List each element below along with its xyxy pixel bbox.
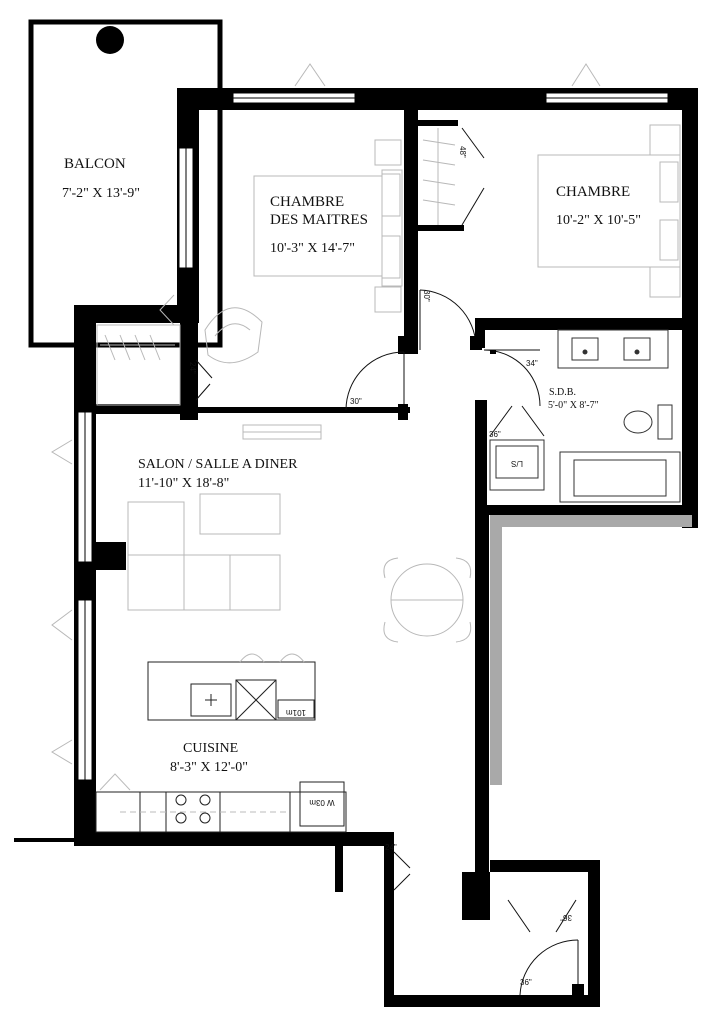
label-closet-small: 24" [188, 362, 197, 374]
salon-dims: 11'-10" X 18'-8" [138, 476, 229, 491]
balcon-dims: 7'-2" X 13'-9" [62, 186, 140, 201]
label-entry-closet: 36" [560, 913, 572, 922]
sofa [127, 493, 281, 611]
master-bed [253, 139, 403, 313]
label-maitres-door: 30" [350, 397, 362, 406]
chambre-name: CHAMBRE [556, 184, 630, 200]
small-closet [96, 324, 181, 406]
corridor-cap [502, 515, 692, 527]
chambre-bed [537, 124, 681, 298]
chambre-maitres-dims: 10'-3" X 14'-7" [270, 241, 355, 256]
label-entry-door: 36" [520, 978, 532, 987]
cuisine-name: CUISINE [183, 741, 238, 756]
label-laundry-door: 36" [489, 430, 501, 439]
salon-name: SALON / SALLE A DINER [138, 457, 298, 472]
windows [77, 92, 669, 781]
window-swings [51, 63, 601, 765]
bathroom-fixtures [557, 329, 681, 503]
appliance-labels: L/S 101m W 03m [286, 459, 523, 807]
label-chambre-door: 30" [422, 290, 431, 302]
door-jambs [398, 336, 584, 996]
chambre-dims: 10'-2" X 10'-5" [556, 213, 641, 228]
dishwasher-label: 101m [286, 708, 306, 717]
cuisine-dims: 8'-3" X 12'-0" [170, 760, 248, 775]
chambre-maitres-name-2: DES MAITRES [270, 212, 368, 228]
laundry-unit [489, 439, 545, 491]
door-size-labels: 48" 30" 24" 30" 34" 36" 24" 36" 36" [188, 146, 572, 987]
corridor-wall [490, 515, 502, 785]
chambre-maitres-name-1: CHAMBRE [270, 194, 344, 210]
laundry-label: L/S [511, 459, 523, 468]
sdb-dims: 5'-0" X 8'-7" [548, 400, 599, 411]
dining-table [383, 557, 472, 643]
balcon-name: BALCON [64, 156, 126, 172]
chambre-closet [422, 128, 456, 225]
label-pantry-door: 24" [385, 843, 397, 852]
sdb-name: S.D.B. [549, 387, 576, 398]
armchair [204, 307, 263, 364]
label-closet-chambre: 48" [458, 146, 467, 158]
kitchen-counter [95, 773, 347, 833]
label-sdb-door: 34" [526, 359, 538, 368]
tv-console [242, 424, 322, 440]
kitchen-island [147, 653, 316, 721]
room-labels: BALCON 7'-2" X 13'-9" CHAMBRE DES MAITRE… [62, 156, 641, 775]
range-label: W 03m [309, 798, 335, 807]
